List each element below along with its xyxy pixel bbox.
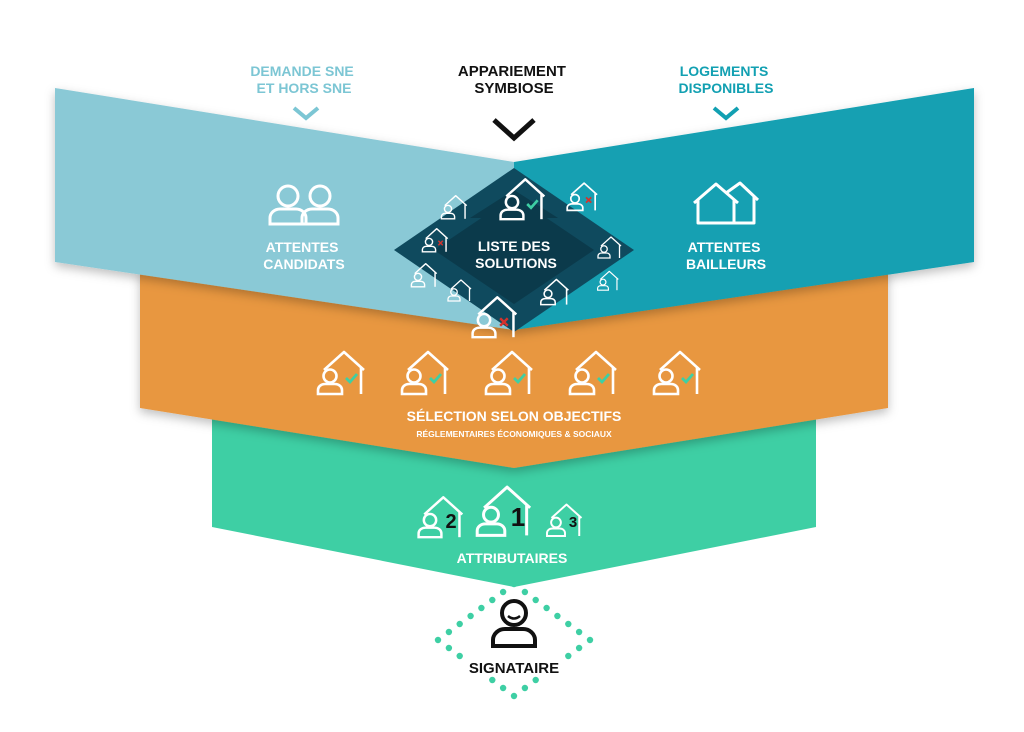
- dot: [586, 636, 594, 644]
- source-demande-label: DEMANDE SNE ET HORS SNE: [250, 63, 357, 96]
- dot: [445, 628, 453, 636]
- people-icon: [268, 184, 340, 226]
- rank-1: 1: [511, 502, 525, 532]
- solutions-diamond: [394, 168, 634, 332]
- attributaires-label: ATTRIBUTAIRES: [457, 550, 568, 566]
- dot: [565, 620, 572, 628]
- dot: [434, 636, 442, 644]
- attentes-candidats-label: ATTENTES CANDIDATS: [263, 239, 344, 272]
- dotted-diamond: [434, 580, 594, 700]
- band-attributaires: [212, 415, 816, 587]
- dot: [467, 612, 474, 620]
- attentes-bailleurs-label: ATTENTES BAILLEURS: [686, 239, 766, 272]
- band-bailleurs: [514, 88, 974, 330]
- dot: [565, 652, 572, 660]
- dot: [543, 604, 550, 612]
- band-selection: [140, 270, 888, 468]
- dot: [456, 652, 463, 660]
- selection-subtitle: RÉGLEMENTAIRES ÉCONOMIQUES & SOCIAUX: [416, 429, 612, 439]
- dot: [510, 692, 518, 700]
- chevron-down-icon: [712, 106, 740, 121]
- dot: [499, 684, 507, 692]
- dot: [575, 628, 583, 636]
- dot: [521, 588, 529, 596]
- liste-solutions-label: LISTE DES SOLUTIONS: [475, 238, 557, 271]
- dot: [489, 596, 496, 604]
- dot: [478, 604, 485, 612]
- dot: [532, 676, 539, 684]
- dot: [445, 644, 453, 652]
- signataire-label: SIGNATAIRE: [469, 660, 559, 677]
- appariement-label: APPARIEMENT SYMBIOSE: [458, 63, 570, 97]
- dot: [499, 588, 507, 596]
- dot: [489, 676, 496, 684]
- chevron-down-icon: [492, 118, 536, 142]
- dot: [521, 684, 529, 692]
- rank-2: 2: [445, 511, 456, 533]
- dot: [532, 596, 539, 604]
- person-icon: [491, 599, 537, 648]
- dot: [456, 620, 463, 628]
- dot: [510, 580, 518, 588]
- selection-title: SÉLECTION SELON OBJECTIFS: [407, 408, 622, 424]
- dot: [554, 612, 561, 620]
- chevron-down-icon: [292, 106, 320, 121]
- houses-icon: [693, 181, 760, 225]
- source-logements-label: LOGEMENTS DISPONIBLES: [679, 63, 774, 96]
- rank-3: 3: [569, 514, 577, 531]
- dot: [575, 644, 583, 652]
